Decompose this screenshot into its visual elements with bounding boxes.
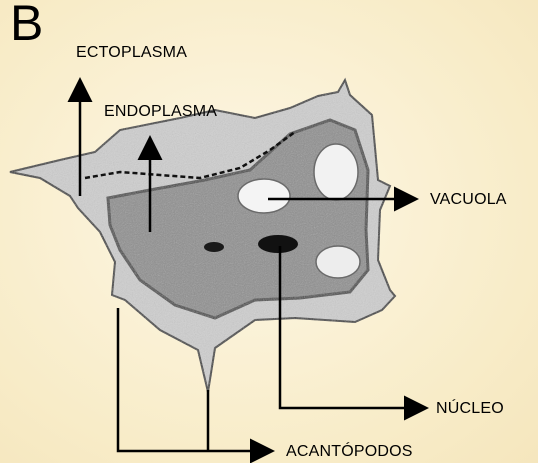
vacuole-3	[316, 246, 360, 278]
nucleus	[258, 235, 298, 253]
vacuole-2	[314, 144, 358, 200]
dark-granule	[204, 242, 224, 252]
vacuole-label: VACUOLA	[430, 191, 507, 209]
ectoplasm-label: ECTOPLASMA	[76, 44, 187, 62]
nucleus-label: NÚCLEO	[436, 400, 504, 418]
endoplasm-label: ENDOPLASMA	[104, 103, 217, 121]
acanthopods-label: ACANTÓPODOS	[286, 443, 413, 461]
panel-letter: B	[10, 0, 43, 48]
vacuole-1	[238, 179, 290, 213]
